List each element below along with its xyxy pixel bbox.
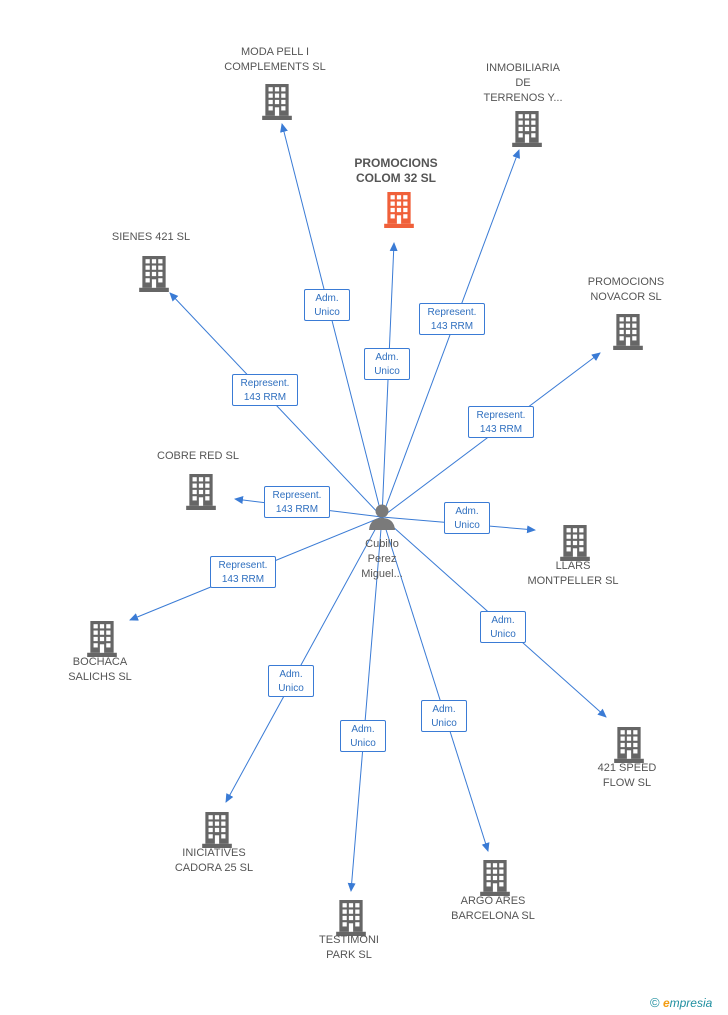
relation-label-speed[interactable]: Adm. Unico <box>480 611 526 643</box>
argo-building-icon[interactable] <box>480 860 510 896</box>
relation-llars-line-1: Unico <box>454 520 480 531</box>
relation-label-cobre[interactable]: Represent. 143 RRM <box>264 486 330 518</box>
relation-label-iniciatives[interactable]: Adm. Unico <box>268 665 314 697</box>
brand-initial: e <box>662 996 670 1010</box>
iniciatives-label-line-1: CADORA 25 SL <box>174 862 254 874</box>
cobre-company-label[interactable]: COBRE RED SL <box>157 449 239 464</box>
edge-main <box>381 242 398 518</box>
relation-cobre-line-0: Represent. <box>272 490 322 501</box>
relation-argo-line-0: Adm. <box>432 704 456 715</box>
relation-novacor-line-1: 143 RRM <box>479 424 523 435</box>
moda-label-line-1: COMPLEMENTS SL <box>224 61 326 73</box>
testimoni-building-icon[interactable] <box>336 900 366 936</box>
relation-moda-line-1: Unico <box>314 307 340 318</box>
inmob-label-line-0: INMOBILIARIA <box>486 62 560 74</box>
relation-label-inmob[interactable]: Represent. 143 RRM <box>419 303 485 335</box>
relation-label-testimoni[interactable]: Adm. Unico <box>340 720 386 752</box>
novacor-building-icon[interactable] <box>613 314 643 350</box>
novacor-label-line-1: NOVACOR SL <box>590 291 662 303</box>
novacor-company-label[interactable]: PROMOCIONS NOVACOR SL <box>588 275 664 305</box>
main-label-line-1: COLOM 32 SL <box>355 171 436 185</box>
relation-main-line-0: Adm. <box>375 352 399 363</box>
testimoni-label-line-1: PARK SL <box>326 949 372 961</box>
relation-label-novacor[interactable]: Represent. 143 RRM <box>468 406 534 438</box>
relation-moda-line-0: Adm. <box>315 293 339 304</box>
inmob-company-label[interactable]: INMOBILIARIA DE TERRENOS Y... <box>483 61 562 106</box>
speed-label-line-1: FLOW SL <box>602 777 652 789</box>
llars-label-line-0: LLARS <box>555 560 591 572</box>
main-building-icon[interactable] <box>384 192 414 228</box>
relation-testimoni-line-1: Unico <box>350 738 376 749</box>
cobre-building-icon[interactable] <box>186 474 216 510</box>
testimoni-company-label[interactable]: TESTIMONI PARK SL <box>319 933 379 963</box>
relation-label-argo[interactable]: Adm. Unico <box>421 700 467 732</box>
person-icon[interactable] <box>369 504 395 531</box>
speed-building-icon[interactable] <box>614 727 644 763</box>
relation-testimoni-line-0: Adm. <box>351 724 375 735</box>
relation-inmob-line-0: Represent. <box>427 307 477 318</box>
relation-cobre-line-1: 143 RRM <box>275 504 319 515</box>
sienes-label-line-0: SIENES 421 SL <box>111 231 191 243</box>
relation-llars-line-0: Adm. <box>455 506 479 517</box>
inmob-label-line-1: DE <box>515 77 531 89</box>
relation-sienes-line-0: Represent. <box>240 378 290 389</box>
argo-label-line-1: BARCELONA SL <box>451 910 535 922</box>
brand-name: mpresia <box>669 996 713 1010</box>
edge-iniciatives <box>225 516 383 803</box>
moda-label-line-0: MODA PELL I <box>240 46 310 58</box>
relation-label-bochaca[interactable]: Represent. 143 RRM <box>210 556 276 588</box>
relation-speed-line-1: Unico <box>490 629 516 640</box>
relation-iniciatives-line-1: Unico <box>278 683 304 694</box>
edge-testimoni <box>347 516 383 892</box>
copyright-symbol: © <box>650 995 660 1010</box>
relation-sienes-line-1: 143 RRM <box>243 392 287 403</box>
sienes-building-icon[interactable] <box>139 256 169 292</box>
llars-label-line-1: MONTPELLER SL <box>527 575 619 587</box>
argo-label-line-0: ARGO ARES <box>460 895 526 907</box>
bochaca-label-line-0: BOCHACA <box>72 656 128 668</box>
relation-inmob-line-1: 143 RRM <box>430 321 474 332</box>
iniciatives-company-label[interactable]: INICIATIVES CADORA 25 SL <box>175 846 253 876</box>
relation-main-line-1: Unico <box>374 366 400 377</box>
relation-bochaca-line-0: Represent. <box>218 560 268 571</box>
bochaca-company-label[interactable]: BOCHACA SALICHS SL <box>68 655 132 685</box>
person-label-line-1: Perez <box>367 553 397 565</box>
relation-label-sienes[interactable]: Represent. 143 RRM <box>232 374 298 406</box>
relation-label-moda[interactable]: Adm. Unico <box>304 289 350 321</box>
speed-label-line-0: 421 SPEED <box>597 762 657 774</box>
bochaca-label-line-1: SALICHS SL <box>68 671 132 683</box>
speed-company-label[interactable]: 421 SPEED FLOW SL <box>598 761 657 791</box>
moda-building-icon[interactable] <box>262 84 292 120</box>
iniciatives-label-line-0: INICIATIVES <box>182 847 246 859</box>
relation-iniciatives-line-0: Adm. <box>279 669 303 680</box>
iniciatives-building-icon[interactable] <box>202 812 232 848</box>
testimoni-label-line-0: TESTIMONI <box>319 934 379 946</box>
inmob-building-icon[interactable] <box>512 111 542 147</box>
person-label-line-2: Miguel... <box>361 568 403 580</box>
llars-company-label[interactable]: LLARS MONTPELLER SL <box>527 559 618 589</box>
relation-novacor-line-0: Represent. <box>476 410 526 421</box>
cobre-label-line-0: COBRE RED SL <box>157 450 239 462</box>
argo-company-label[interactable]: ARGO ARES BARCELONA SL <box>451 894 535 924</box>
relation-label-llars[interactable]: Adm. Unico <box>444 502 490 534</box>
relation-argo-line-1: Unico <box>431 718 457 729</box>
inmob-label-line-2: TERRENOS Y... <box>483 92 563 104</box>
empresia-footer: © empresia <box>650 995 712 1010</box>
relation-label-main[interactable]: Adm. Unico <box>364 348 410 380</box>
relation-bochaca-line-1: 143 RRM <box>221 574 265 585</box>
bochaca-building-icon[interactable] <box>87 621 117 657</box>
person-label-line-0: Cubillo <box>365 538 399 550</box>
llars-building-icon[interactable] <box>560 525 590 561</box>
novacor-label-line-0: PROMOCIONS <box>587 276 665 288</box>
moda-company-label[interactable]: MODA PELL I COMPLEMENTS SL <box>224 45 325 75</box>
relation-speed-line-0: Adm. <box>491 615 515 626</box>
edge-argo <box>381 516 490 852</box>
sienes-company-label[interactable]: SIENES 421 SL <box>112 230 190 245</box>
main-label-line-0: PROMOCIONS <box>354 156 438 170</box>
